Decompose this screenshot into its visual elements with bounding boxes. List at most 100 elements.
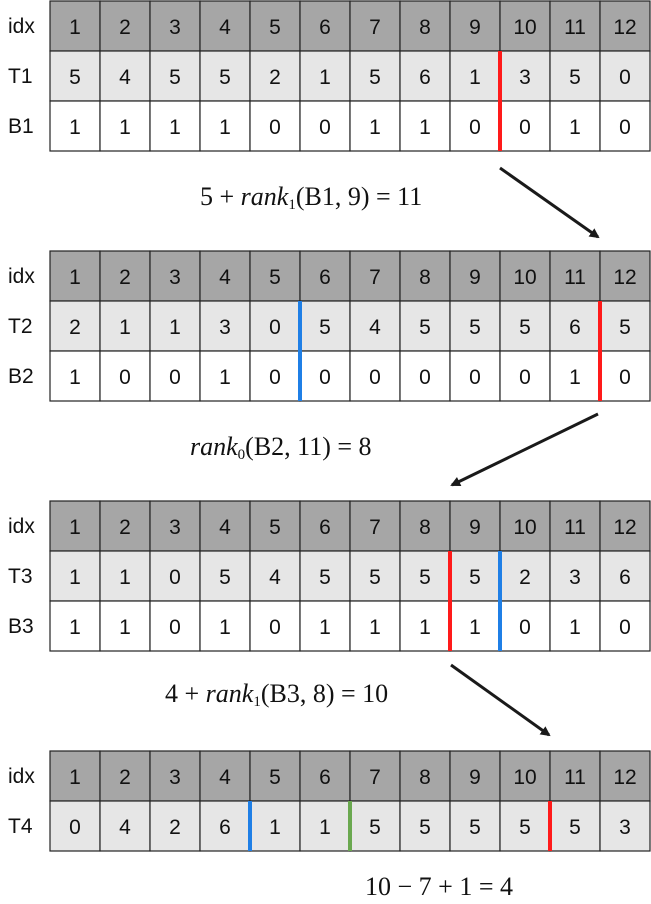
cell-value-t3-4: 5 [219, 566, 231, 589]
cell-idx-7 [349, 750, 401, 802]
cell-t3-9 [449, 550, 501, 602]
cell-value-t4-2: 4 [119, 816, 131, 839]
cell-t1-9 [449, 50, 501, 102]
flow-arrow-2 [450, 412, 599, 487]
cell-value-idx-1: 1 [69, 16, 81, 39]
cell-value-t3-3: 0 [169, 566, 181, 589]
cell-b1-2 [99, 100, 151, 152]
cell-b3-3 [149, 600, 201, 652]
cell-idx-4 [199, 250, 251, 302]
cell-value-t3-12: 6 [619, 566, 631, 589]
cell-value-b2-10: 0 [519, 366, 531, 389]
cell-value-idx-11: 11 [564, 266, 586, 289]
cell-value-t4-3: 2 [169, 816, 181, 839]
cell-value-t2-4: 3 [219, 316, 231, 339]
cell-value-idx-4: 4 [219, 766, 231, 789]
cell-value-b3-1: 1 [69, 616, 81, 639]
cell-b1-12 [599, 100, 651, 152]
cell-b3-6 [299, 600, 351, 652]
cell-value-t2-12: 5 [619, 316, 631, 339]
cell-value-b2-9: 0 [469, 366, 481, 389]
cell-value-t3-10: 2 [519, 566, 531, 589]
cell-value-t1-10: 3 [519, 66, 531, 89]
cell-value-b2-7: 0 [369, 366, 381, 389]
cell-b3-1 [49, 600, 101, 652]
cell-value-idx-5: 5 [269, 266, 281, 289]
row-label-idx: idx [8, 515, 35, 538]
cell-b1-1 [49, 100, 101, 152]
row-label-t1: T1 [8, 65, 33, 88]
formula-final-count: 10 − 7 + 1 = 4 [365, 872, 513, 901]
cell-value-t1-7: 5 [369, 66, 381, 89]
cell-idx-2 [99, 0, 151, 52]
cell-value-b2-4: 1 [219, 366, 231, 389]
cell-value-b2-2: 0 [119, 366, 131, 389]
cell-value-b3-6: 1 [319, 616, 331, 639]
cell-value-t4-8: 5 [419, 816, 431, 839]
cell-t2-2 [99, 300, 151, 352]
cell-idx-3 [149, 0, 201, 52]
cell-value-b1-11: 1 [569, 116, 581, 139]
cell-value-idx-4: 4 [219, 516, 231, 539]
cell-idx-7 [349, 500, 401, 552]
cell-idx-9 [449, 500, 501, 552]
cell-idx-12 [599, 0, 651, 52]
cell-t4-10 [499, 800, 551, 852]
cell-idx-6 [299, 500, 351, 552]
cell-value-b2-1: 1 [69, 366, 81, 389]
cell-t2-4 [199, 300, 251, 352]
cell-t3-5 [249, 550, 301, 602]
cell-value-b1-5: 0 [269, 116, 281, 139]
cell-value-t4-7: 5 [369, 816, 381, 839]
cell-value-idx-4: 4 [219, 266, 231, 289]
cell-t1-12 [599, 50, 651, 102]
cell-value-idx-2: 2 [119, 16, 131, 39]
cell-value-idx-2: 2 [119, 266, 131, 289]
cell-value-t4-9: 5 [469, 816, 481, 839]
cell-value-idx-12: 12 [613, 16, 636, 39]
cell-t2-12 [599, 300, 651, 352]
cell-idx-10 [499, 750, 551, 802]
cell-value-b3-3: 0 [169, 616, 181, 639]
cell-value-b1-6: 0 [319, 116, 331, 139]
cell-idx-10 [499, 0, 551, 52]
cell-idx-8 [399, 0, 451, 52]
row-label-t2: T2 [8, 315, 33, 338]
cell-value-idx-12: 12 [613, 516, 636, 539]
cell-b2-2 [99, 350, 151, 402]
cell-b2-8 [399, 350, 451, 402]
cell-value-t1-3: 5 [169, 66, 181, 89]
row-label-b1: B1 [8, 115, 34, 138]
cell-value-t1-5: 2 [269, 66, 281, 89]
cell-value-t2-10: 5 [519, 316, 531, 339]
cell-value-idx-7: 7 [369, 766, 381, 789]
cell-value-t3-8: 5 [419, 566, 431, 589]
cell-value-b1-8: 1 [419, 116, 431, 139]
cell-t2-5 [249, 300, 301, 352]
cell-value-idx-8: 8 [419, 266, 431, 289]
cell-value-idx-1: 1 [69, 766, 81, 789]
cell-t4-1 [49, 800, 101, 852]
cell-value-idx-5: 5 [269, 516, 281, 539]
cell-value-b1-4: 1 [219, 116, 231, 139]
cell-t1-3 [149, 50, 201, 102]
cell-value-idx-6: 6 [319, 16, 331, 39]
cell-idx-7 [349, 0, 401, 52]
cell-t3-8 [399, 550, 451, 602]
cell-value-t1-11: 5 [569, 66, 581, 89]
cell-value-t2-9: 5 [469, 316, 481, 339]
formula-rank1-b3: 4 + rank1(B3, 8) = 10 [165, 679, 389, 710]
cell-t3-4 [199, 550, 251, 602]
cell-idx-5 [249, 500, 301, 552]
cell-value-idx-3: 3 [169, 266, 181, 289]
cell-value-idx-6: 6 [319, 766, 331, 789]
cell-value-t3-6: 5 [319, 566, 331, 589]
cell-value-t1-12: 0 [619, 66, 631, 89]
cell-b3-12 [599, 600, 651, 652]
row-label-b3: B3 [8, 615, 34, 638]
cell-idx-12 [599, 750, 651, 802]
cell-b3-11 [549, 600, 601, 652]
cell-b1-4 [199, 100, 251, 152]
cell-value-idx-3: 3 [169, 766, 181, 789]
cell-idx-8 [399, 750, 451, 802]
